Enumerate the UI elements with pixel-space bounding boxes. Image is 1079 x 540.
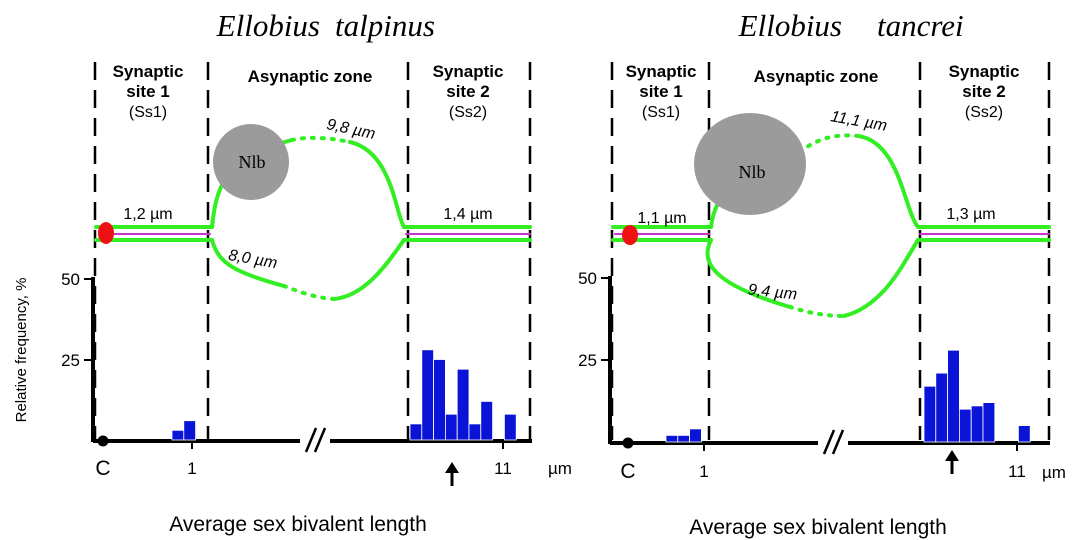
upper-loop-axis: [348, 140, 406, 229]
axis-break-icon: [818, 428, 848, 458]
y-axis-label: Relative frequency, %: [13, 278, 30, 423]
x-tick-label-1: 1: [699, 462, 708, 481]
x-tick-label-11: 11: [494, 459, 512, 478]
histogram-bar-ss2: [480, 400, 493, 441]
histogram-bar-ss2: [433, 359, 446, 441]
histogram-bar-ss2: [444, 413, 458, 441]
ss1-title-line2: site 1: [126, 82, 169, 101]
centromere-marker: [98, 222, 114, 244]
histogram-bar-ss2: [947, 349, 960, 443]
x-unit-label: µm: [548, 459, 572, 478]
histogram-bar-ss2: [503, 413, 517, 441]
upper-loop-length-label: 11,1 µm: [829, 108, 888, 135]
ss1-abbr: (Ss1): [642, 104, 680, 121]
lower-loop-axis: [705, 238, 792, 309]
asynaptic-zone-title: Asynaptic zone: [754, 67, 879, 86]
ss1-abbr: (Ss1): [129, 104, 167, 121]
histogram-bars: [171, 349, 517, 441]
ss2-title-line1: Synaptic: [949, 62, 1020, 81]
histogram-bar-ss1: [171, 429, 185, 441]
histogram-bar-ss2: [935, 372, 948, 443]
ss2-abbr: (Ss2): [449, 104, 487, 121]
x-unit-label: µm: [1042, 463, 1066, 482]
histogram-bars: [665, 349, 1031, 443]
ss1-title-line2: site 1: [639, 82, 682, 101]
panel-title-genus: Ellobius: [738, 8, 842, 43]
x-axis-label: Average sex bivalent length: [169, 513, 427, 536]
histogram-bar-ss2: [982, 402, 996, 443]
histogram-bar-ss1: [689, 428, 702, 443]
origin-dot: [622, 437, 634, 449]
x-axis-label: Average sex bivalent length: [689, 516, 947, 539]
histogram-bar-ss2: [959, 408, 972, 443]
upper-loop-dotted: [798, 133, 860, 154]
asynaptic-zone-title: Asynaptic zone: [248, 67, 373, 86]
lower-loop-axis: [332, 238, 406, 301]
ss1-title-line1: Synaptic: [626, 62, 697, 81]
origin-label: C: [95, 457, 110, 480]
ss2-abbr: (Ss2): [965, 104, 1003, 121]
panel-title-genus: Ellobius: [216, 8, 320, 43]
x-tick-label-11: 11: [1008, 462, 1026, 481]
histogram-bar-ss1: [183, 420, 197, 441]
histogram-bar-ss2: [409, 423, 423, 441]
histogram-bar-ss2: [468, 423, 482, 441]
nucleolus-label: Nlb: [739, 162, 766, 182]
histogram-bar-ss2: [456, 368, 470, 441]
ss2-title-line2: site 2: [962, 82, 1005, 101]
axis-break-icon: [300, 426, 330, 456]
ss2-title-line1: Synaptic: [433, 62, 504, 81]
y-tick-label-50: 50: [61, 270, 80, 289]
y-tick-label-25: 25: [578, 351, 597, 370]
y-tick-label-25: 25: [61, 351, 80, 370]
upper-loop-dotted: [290, 135, 352, 144]
ss1-title-line1: Synaptic: [113, 62, 184, 81]
nucleolus-label: Nlb: [239, 152, 266, 172]
origin-label: C: [620, 460, 635, 483]
histogram-bar-ss2: [970, 405, 984, 443]
histogram-bar-ss1: [665, 434, 679, 443]
lower-loop-axis: [210, 238, 286, 288]
ss1-length-label: 1,1 µm: [637, 210, 686, 227]
nucleolus: [694, 113, 806, 215]
histogram-bar-ss2: [923, 385, 937, 443]
upper-loop-axis: [856, 134, 920, 229]
ss1-length-label: 1,2 µm: [123, 206, 172, 223]
centromere-marker: [622, 225, 638, 245]
panel-talpinus: Ellobius talpinus Synaptic site 1 (Ss1) …: [13, 8, 572, 536]
panel-tancrei: Ellobius tancrei Synaptic site 1 (Ss1) A…: [578, 8, 1066, 539]
panel-title-species: tancrei: [877, 8, 964, 43]
histogram-bar-ss1: [677, 434, 690, 443]
nucleolus: [213, 124, 289, 200]
histogram-bar-ss2: [1018, 425, 1031, 443]
sex-bivalent-diagram: [94, 135, 532, 301]
lower-loop-axis: [842, 238, 920, 318]
ss2-length-label: 1,4 µm: [443, 206, 492, 223]
histogram-bar-ss2: [421, 349, 434, 441]
lower-loop-dotted: [282, 284, 336, 301]
y-tick-label-50: 50: [578, 269, 597, 288]
panel-title-species: talpinus: [335, 8, 435, 43]
ss2-title-line2: site 2: [446, 82, 489, 101]
x-tick-label-1: 1: [187, 459, 196, 478]
ss2-length-label: 1,3 µm: [946, 206, 995, 223]
mean-arrow-icon: [445, 462, 459, 486]
origin-dot: [97, 435, 109, 447]
mean-arrow-icon: [945, 450, 959, 474]
lower-loop-dotted: [788, 305, 846, 318]
lower-loop-length-label: 9,4 µm: [747, 281, 798, 303]
